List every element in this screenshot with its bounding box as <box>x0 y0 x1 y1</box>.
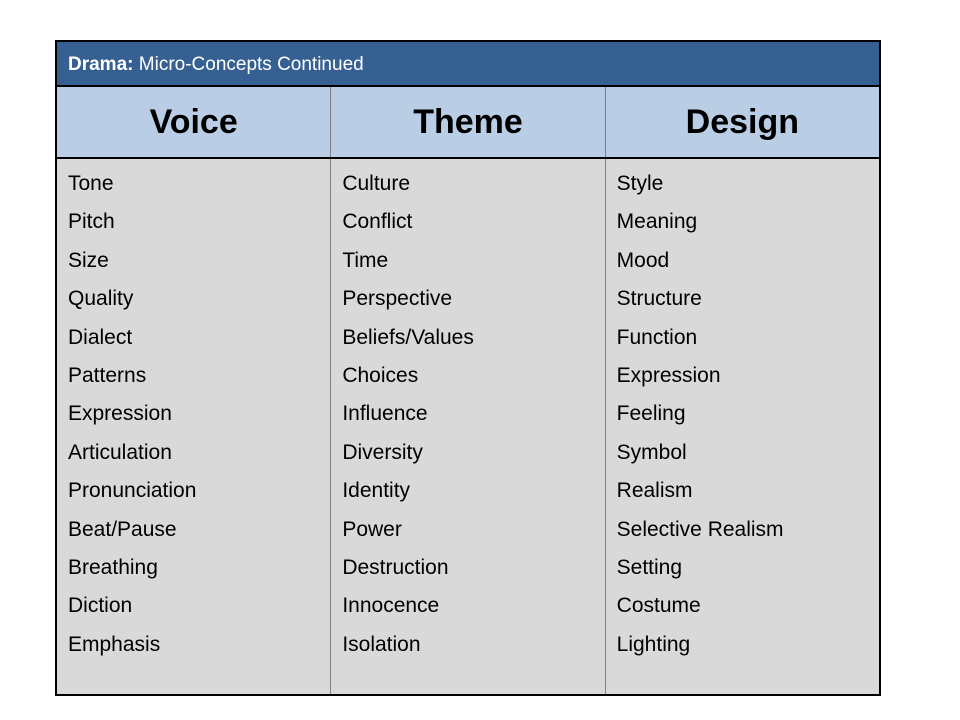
list-item: Size <box>68 248 109 272</box>
list-item: Patterns <box>68 364 147 388</box>
list-item: Expression <box>68 402 172 426</box>
list-item: Diction <box>68 594 133 618</box>
list-item: Power <box>342 517 402 541</box>
list-item: Articulation <box>68 440 172 464</box>
column-header-row: Voice Theme Design <box>57 87 879 159</box>
list-item: Destruction <box>342 556 449 580</box>
column-header-voice: Voice <box>57 87 332 157</box>
list-item: Isolation <box>342 632 421 656</box>
list-item: Costume <box>616 594 701 618</box>
list-item: Symbol <box>616 440 687 464</box>
list-item: Beliefs/Values <box>342 325 474 349</box>
list-item: Lighting <box>616 632 691 656</box>
list-item: Time <box>342 248 389 272</box>
list-item: Realism <box>616 479 693 503</box>
list-item: Structure <box>616 287 702 311</box>
list-item: Pitch <box>68 210 115 234</box>
list-item: Beat/Pause <box>68 517 177 541</box>
list-item: Feeling <box>616 402 686 426</box>
list-item: Setting <box>616 556 683 580</box>
title-text: Micro-Concepts Continued <box>138 54 364 75</box>
list-item: Pronunciation <box>68 479 197 503</box>
list-item: Innocence <box>342 594 440 618</box>
table-title-bar: Drama: Micro-Concepts Continued <box>57 42 879 87</box>
list-item: Style <box>616 172 664 195</box>
list-item: Quality <box>68 287 134 311</box>
list-item: Culture <box>342 172 411 195</box>
list-item: Conflict <box>342 210 413 234</box>
column-header-theme: Theme <box>331 87 606 157</box>
list-item: Influence <box>342 402 428 426</box>
list-item: Perspective <box>342 287 453 311</box>
list-item: Selective Realism <box>616 517 784 541</box>
list-item: Tone <box>68 172 114 195</box>
list-item: Choices <box>342 364 419 388</box>
list-item: Breathing <box>68 556 158 580</box>
column-header-design: Design <box>685 103 799 141</box>
list-item: Emphasis <box>68 632 161 656</box>
micro-concepts-table: Drama: Micro-Concepts Continued Voice Th… <box>55 40 881 696</box>
list-item: Diversity <box>342 440 423 464</box>
list-item: Meaning <box>616 210 698 234</box>
list-item: Mood <box>616 248 670 272</box>
list-item: Function <box>616 325 698 349</box>
title-prefix: Drama: <box>68 54 134 75</box>
list-item: Identity <box>342 479 411 503</box>
list-item: Expression <box>616 364 721 388</box>
list-item: Dialect <box>68 325 133 349</box>
